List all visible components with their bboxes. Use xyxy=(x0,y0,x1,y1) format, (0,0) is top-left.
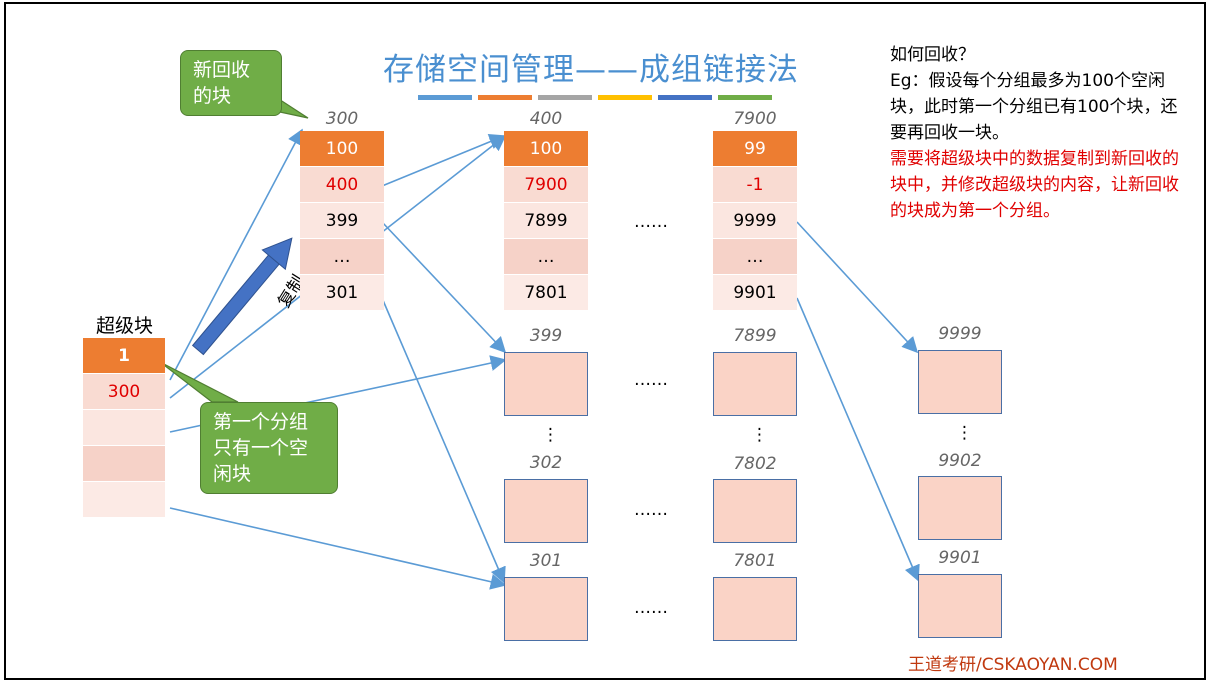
group-300: 100 400 399 … 301 xyxy=(300,131,384,311)
group-7900-item: 9901 xyxy=(713,275,797,311)
ellipsis: …… xyxy=(634,598,668,618)
stripe xyxy=(658,95,712,100)
free-block-label: 302 xyxy=(529,453,563,473)
group-7900: 99 -1 9999 … 9901 xyxy=(713,131,797,311)
arrow-7900-to-9901 xyxy=(796,297,920,582)
copy-arrow-icon xyxy=(191,237,293,356)
stripe xyxy=(718,95,772,100)
free-block xyxy=(713,577,797,641)
ellipsis: …… xyxy=(634,212,668,232)
super-block-next: 300 xyxy=(83,374,165,410)
group-300-count: 100 xyxy=(300,131,384,167)
free-block xyxy=(504,577,588,641)
free-block xyxy=(918,350,1002,414)
free-block-label: 301 xyxy=(529,551,563,571)
footer-brand: 王道考研/CSKAOYAN.COM xyxy=(908,655,1118,675)
callout-new-block-text: 新回收 的块 xyxy=(193,59,251,107)
group-7900-item: … xyxy=(713,239,797,275)
explanation-example: Eg：假设每个分组最多为100个空闲块，此时第一个分组已有100个块，还要再回收… xyxy=(890,71,1178,143)
ellipsis: …… xyxy=(634,500,668,520)
group-400-header: 400 xyxy=(529,109,563,129)
super-block: 1 300 xyxy=(83,338,165,518)
group-7900-header: 7900 xyxy=(733,109,777,129)
super-block-count: 1 xyxy=(83,338,165,374)
stripe xyxy=(478,95,532,100)
super-block-empty xyxy=(83,410,165,446)
group-400: 100 7900 7899 … 7801 xyxy=(504,131,588,311)
group-300-item: 399 xyxy=(300,203,384,239)
free-block-label: 7899 xyxy=(733,326,777,346)
arrow-super-to-301 xyxy=(169,507,507,590)
group-7900-item: 9999 xyxy=(713,203,797,239)
arrow-300-to-400 xyxy=(381,134,506,187)
stripe xyxy=(418,95,472,100)
group-7900-next: -1 xyxy=(713,167,797,203)
arrow-300-to-399 xyxy=(381,221,507,354)
super-block-label: 超级块 xyxy=(96,315,154,337)
free-block xyxy=(918,476,1002,540)
free-block-label: 9902 xyxy=(938,451,982,471)
group-400-item: 7801 xyxy=(504,275,588,311)
callout-first-group-text: 第一个分组 只有一个空 闲块 xyxy=(213,411,309,485)
ellipsis: …… xyxy=(634,370,668,390)
group-400-next: 7900 xyxy=(504,167,588,203)
explanation-panel: 如何回收？ Eg：假设每个分组最多为100个空闲块，此时第一个分组已有100个块… xyxy=(890,42,1190,224)
super-block-empty xyxy=(83,482,165,518)
slide-frame xyxy=(4,2,1206,680)
group-300-next: 400 xyxy=(300,167,384,203)
vertical-ellipsis: ⋮ xyxy=(956,423,973,443)
stripe xyxy=(598,95,652,100)
group-400-item: 7899 xyxy=(504,203,588,239)
arrow-super-to-300 xyxy=(169,128,303,381)
group-300-item: 301 xyxy=(300,275,384,311)
explanation-answer: 需要将超级块中的数据复制到新回收的块中，并修改超级块的内容，让新回收的块成为第一… xyxy=(890,149,1179,221)
group-7900-count: 99 xyxy=(713,131,797,167)
free-block xyxy=(713,352,797,416)
free-block xyxy=(504,479,588,543)
stripe xyxy=(538,95,592,100)
callout-first-group: 第一个分组 只有一个空 闲块 xyxy=(200,402,338,494)
free-block xyxy=(918,574,1002,638)
free-block-label: 9901 xyxy=(938,548,982,568)
group-400-item: … xyxy=(504,239,588,275)
vertical-ellipsis: ⋮ xyxy=(542,425,559,445)
free-block-label: 7801 xyxy=(733,551,777,571)
arrow-300-to-301 xyxy=(381,297,506,584)
explanation-question: 如何回收？ xyxy=(890,45,975,65)
group-300-item: … xyxy=(300,239,384,275)
callout-new-block: 新回收 的块 xyxy=(180,50,282,116)
free-block-label: 7802 xyxy=(733,454,777,474)
free-block xyxy=(504,352,588,416)
free-block-label: 9999 xyxy=(938,324,982,344)
vertical-ellipsis: ⋮ xyxy=(751,425,768,445)
free-block-label: 399 xyxy=(529,326,563,346)
super-block-empty xyxy=(83,446,165,482)
arrow-7900-to-9999 xyxy=(796,221,919,354)
free-block xyxy=(713,479,797,543)
group-300-header: 300 xyxy=(325,109,359,129)
page-title: 存储空间管理——成组链接法 xyxy=(383,52,799,88)
group-400-count: 100 xyxy=(504,131,588,167)
